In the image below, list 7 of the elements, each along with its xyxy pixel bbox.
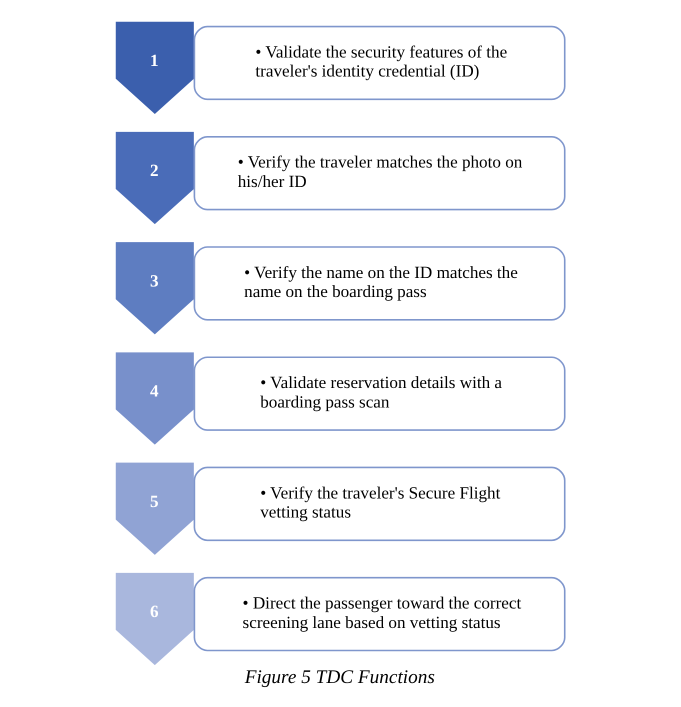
node-box: • Verify the traveler matches the photo on his/her ID xyxy=(194,136,566,210)
node-box: • Verify the name on the ID matches the name on the boarding pass xyxy=(194,246,566,321)
caption: Figure 5 TDC Functions xyxy=(244,667,435,688)
node-box: • Verify the traveler's Secure Flight vetting status xyxy=(194,466,566,542)
node-box: • Validate the security features of the traveler's identity credential (ID) xyxy=(194,26,566,100)
node-box: • Validate reservation details with a boarding pass scan xyxy=(194,356,566,431)
node-box: • Direct the passenger toward the correct screening lane based on vetting status xyxy=(194,576,566,652)
